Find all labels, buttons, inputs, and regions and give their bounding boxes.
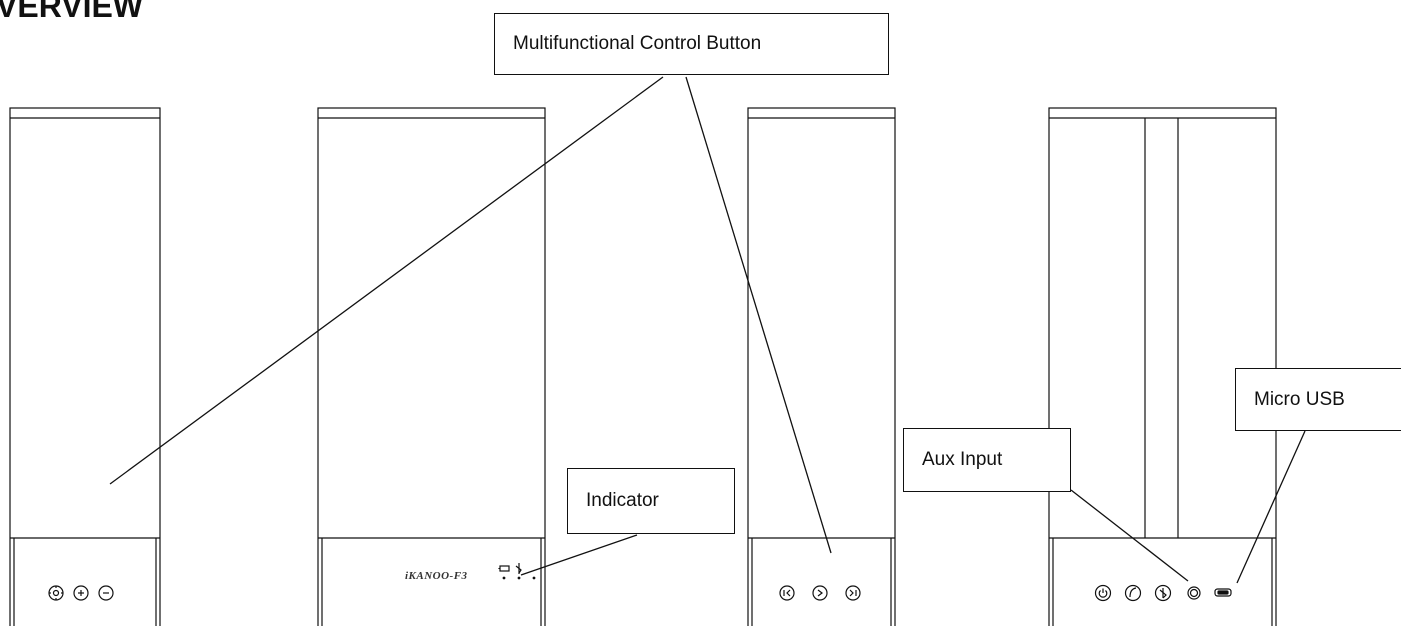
play-pause-icon xyxy=(812,585,828,601)
minus-icon xyxy=(98,585,114,601)
light-icon xyxy=(48,585,64,601)
speaker-2-body xyxy=(317,107,546,626)
callout-label: Micro USB xyxy=(1254,388,1345,410)
previous-icon xyxy=(779,585,795,601)
leader-mfb-right xyxy=(685,76,832,554)
bluetooth-icon xyxy=(1154,584,1172,602)
leader-lines xyxy=(109,76,1306,584)
leader-aux-input xyxy=(1070,489,1189,582)
page-title: VERVIEW xyxy=(0,0,143,24)
brand-logo-text: iKANOO-F3 xyxy=(405,570,468,582)
next-icon xyxy=(845,585,861,601)
speaker-3 xyxy=(747,107,896,626)
power-icon xyxy=(1094,584,1112,602)
plus-icon xyxy=(73,585,89,601)
callout-aux-input: Aux Input xyxy=(903,428,1071,492)
speaker-4-center-panel xyxy=(1144,118,1179,538)
speaker-4-body xyxy=(1048,107,1277,626)
aux-jack-icon xyxy=(1187,586,1201,600)
speaker-1-body xyxy=(9,107,161,626)
callout-micro-usb: Micro USB xyxy=(1235,368,1401,431)
leader-micro-usb xyxy=(1236,430,1306,584)
micro-usb-icon xyxy=(1214,588,1232,597)
speaker-2 xyxy=(317,107,546,626)
callout-label: Aux Input xyxy=(922,449,1003,470)
leader-mfb-left xyxy=(109,76,664,485)
callout-label: Multifunctional Control Button xyxy=(513,33,762,54)
speaker-3-body xyxy=(747,107,896,626)
speaker-4 xyxy=(1048,107,1277,626)
phone-icon xyxy=(1124,584,1142,602)
speaker-1 xyxy=(9,107,161,626)
callout-indicator: Indicator xyxy=(567,468,735,534)
indicator-leds xyxy=(502,576,536,580)
callout-label: Indicator xyxy=(586,490,659,511)
battery-icon xyxy=(498,565,510,572)
bluetooth-icon xyxy=(515,563,522,574)
leader-indicator xyxy=(520,534,638,576)
callout-multifunctional-control-button: Multifunctional Control Button xyxy=(494,13,889,75)
